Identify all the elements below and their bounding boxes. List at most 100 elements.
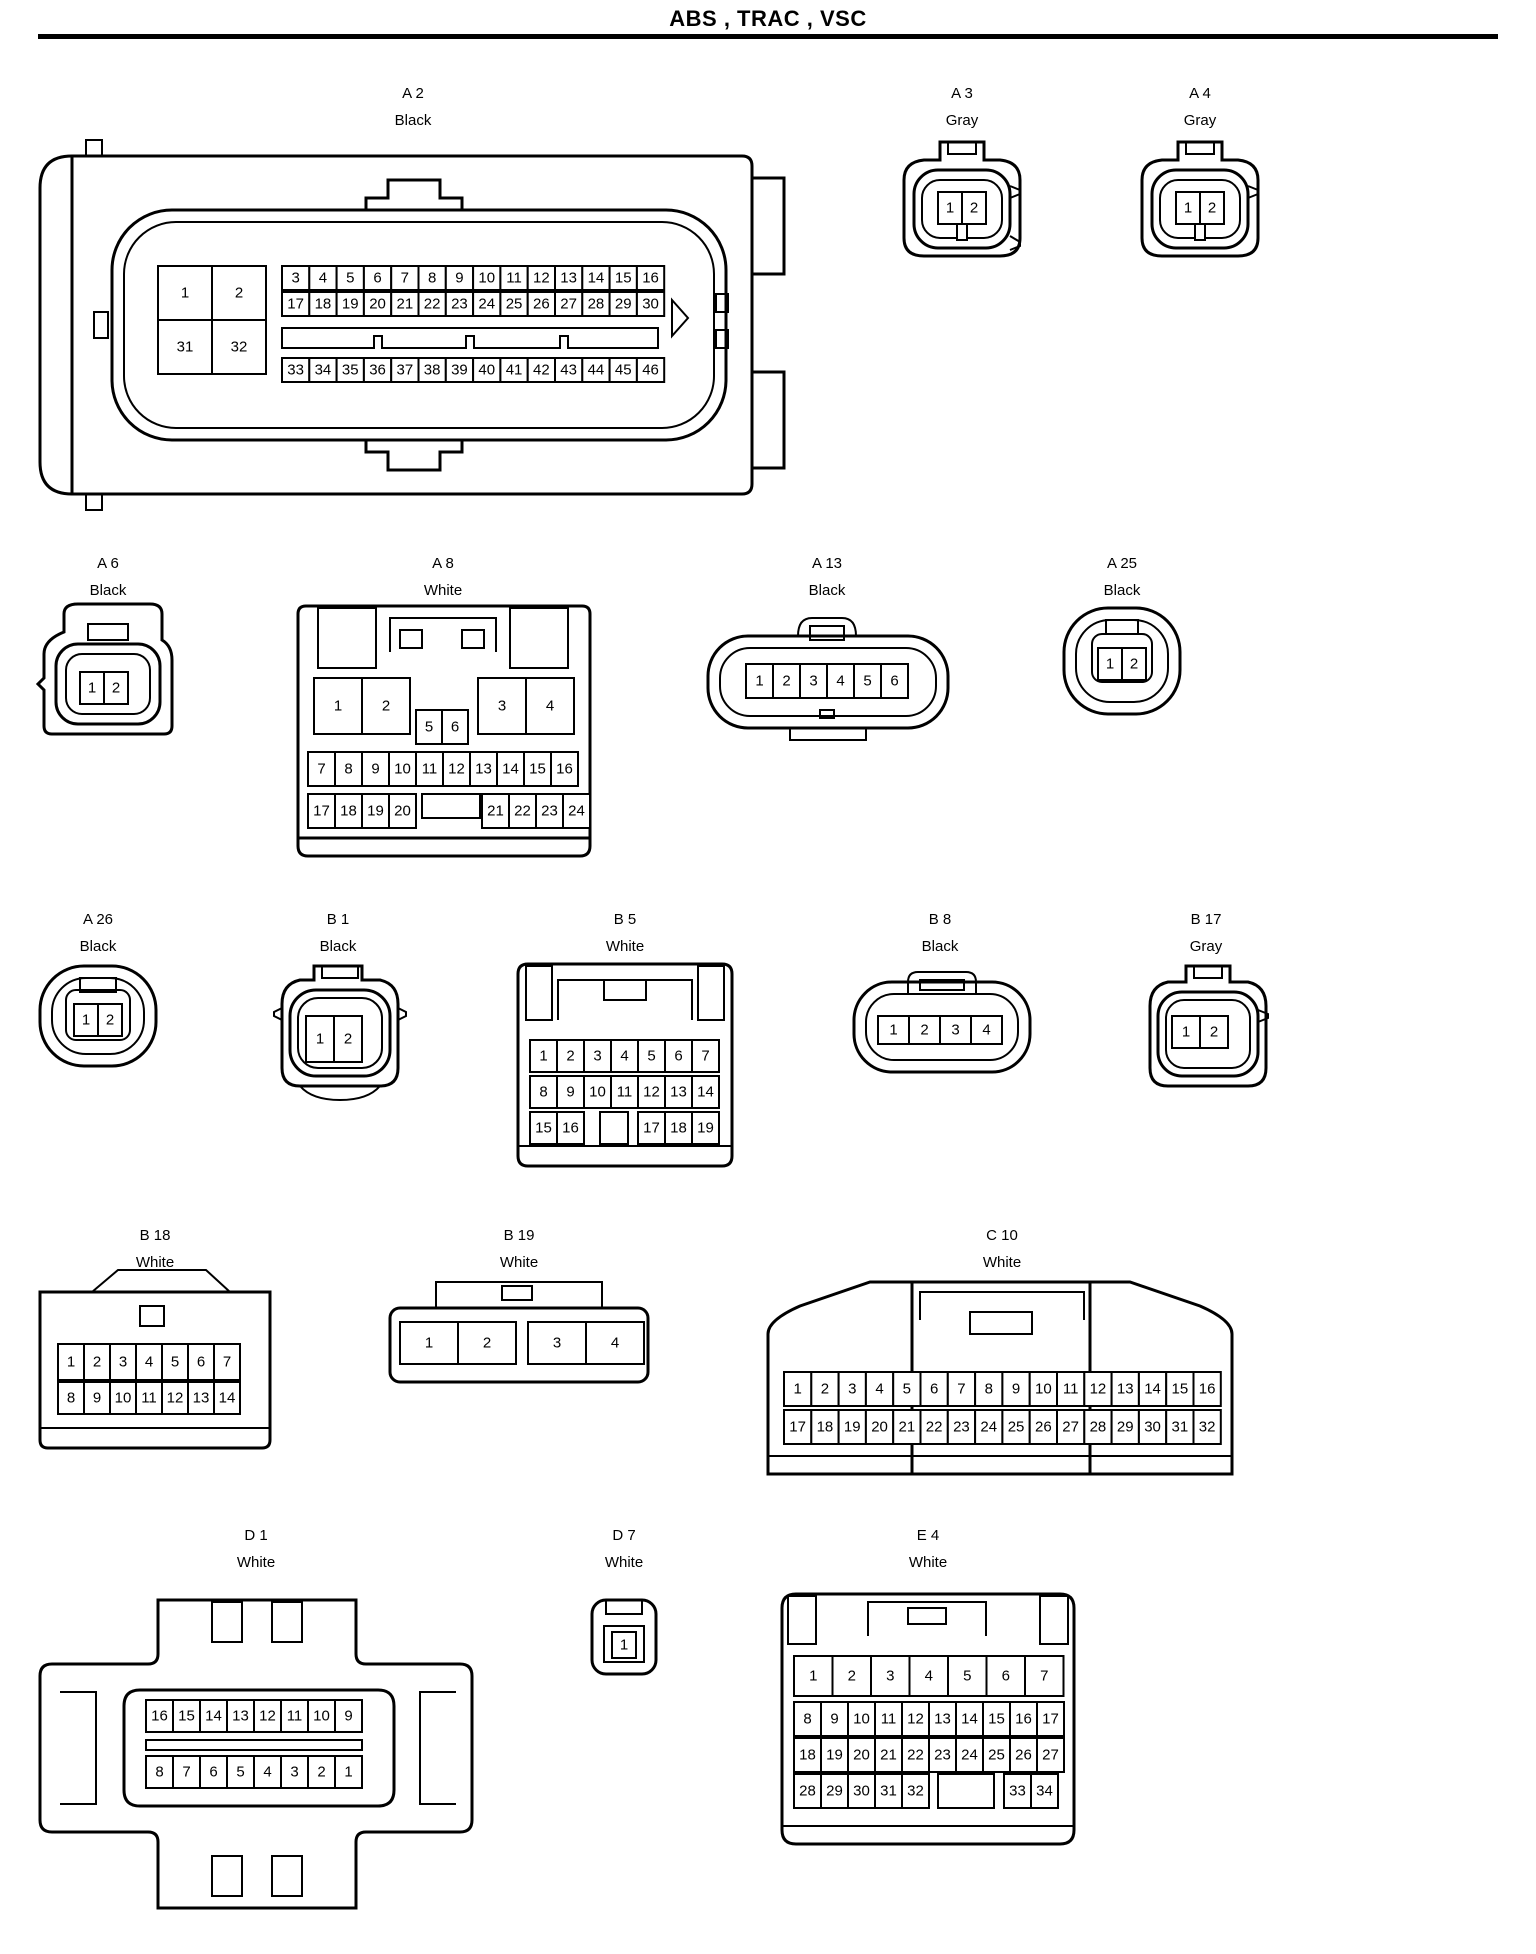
pin-cell-a2-5 [335, 265, 365, 291]
pin-cell-d1-1 [334, 1755, 363, 1789]
pin-label-a8-9: 9 [371, 761, 379, 778]
pin-label-c10-24: 24 [980, 1419, 997, 1436]
pin-label-a8-19: 19 [367, 803, 384, 820]
pin-label-a2-22: 22 [424, 296, 441, 313]
pin-cell-a2-9 [444, 265, 475, 291]
pin-label-a2-2: 2 [235, 285, 243, 302]
pin-label-c10-11: 11 [1063, 1381, 1079, 1398]
pin-label-b5-5: 5 [647, 1048, 655, 1065]
pin-label-c10-4: 4 [875, 1381, 883, 1398]
pin-cell-a8-19 [361, 793, 390, 829]
pin-cell-c10-18 [810, 1409, 840, 1445]
connector-id-b1: B 1 [327, 911, 350, 928]
pin-label-a8-17: 17 [313, 803, 330, 820]
pin-label-c10-26: 26 [1035, 1419, 1052, 1436]
pin-label-d1-7: 7 [182, 1764, 190, 1781]
pin-cell-b5-12 [637, 1075, 666, 1109]
pin-label-b5-7: 7 [701, 1048, 709, 1065]
pin-label-e4-34: 34 [1036, 1783, 1053, 1800]
pin-cell-c10-25 [1001, 1409, 1031, 1445]
pin-label-a2-38: 38 [424, 362, 441, 379]
pin-cell-a2-4 [308, 265, 338, 291]
pin-label-c10-1: 1 [793, 1381, 801, 1398]
housing-b19 [388, 1281, 650, 1384]
pin-label-c10-6: 6 [930, 1381, 938, 1398]
pin-cell-c10-23 [946, 1409, 977, 1445]
pin-label-a2-19: 19 [342, 296, 359, 313]
pin-label-a2-7: 7 [401, 270, 409, 287]
connector-color-c10: White [983, 1254, 1021, 1271]
pin-label-a8-14: 14 [502, 761, 519, 778]
pin-label-a2-4: 4 [319, 270, 327, 287]
pin-cell-b5-14 [691, 1075, 720, 1109]
pin-label-b18-12: 12 [167, 1390, 184, 1407]
pin-label-e4-3: 3 [886, 1668, 894, 1685]
pin-label-a13-6: 6 [890, 673, 898, 690]
connector-id-a25: A 25 [1107, 555, 1137, 572]
pin-label-e4-21: 21 [880, 1747, 897, 1764]
pin-cell-d1-13 [226, 1699, 255, 1733]
pin-label-a8-13: 13 [475, 761, 492, 778]
pin-label-c10-18: 18 [817, 1419, 834, 1436]
pin-label-a2-11: 11 [506, 270, 522, 287]
pin-cell-b18-12 [161, 1381, 189, 1415]
pin-cell-a6-2 [103, 671, 129, 705]
pin-cell-a2-25 [499, 291, 529, 317]
pin-cell-a2-30 [635, 291, 666, 317]
pin-label-e4-26: 26 [1015, 1747, 1032, 1764]
pin-cell-b18-6 [187, 1343, 215, 1381]
pin-label-a2-24: 24 [478, 296, 495, 313]
pin-cell-d1-9 [334, 1699, 363, 1733]
pin-label-b18-5: 5 [171, 1354, 179, 1371]
pin-cell-a2-26 [526, 291, 557, 317]
pin-cell-e4-31 [874, 1773, 903, 1809]
pin-cell-a8-18 [334, 793, 363, 829]
connector-id-b17: B 17 [1191, 911, 1222, 928]
pin-cell-a8-23 [535, 793, 564, 829]
pin-label-a4-2: 2 [1208, 200, 1216, 217]
pin-label-a8-20: 20 [394, 803, 411, 820]
pin-label-e4-7: 7 [1040, 1668, 1048, 1685]
connector-color-b1: Black [320, 938, 357, 955]
pin-label-a2-6: 6 [373, 270, 381, 287]
pin-label-c10-8: 8 [985, 1381, 993, 1398]
pin-label-b18-14: 14 [219, 1390, 236, 1407]
pin-cell-e4-32 [901, 1773, 930, 1809]
pin-cell-e4-13 [928, 1701, 957, 1737]
pin-label-a2-39: 39 [451, 362, 468, 379]
pin-cell-a8-1 [313, 677, 363, 735]
connector-color-e4: White [909, 1554, 947, 1571]
pin-cell-a4-2 [1199, 191, 1225, 225]
pin-cell-a2-7 [390, 265, 420, 291]
pin-label-c10-17: 17 [789, 1419, 806, 1436]
pin-label-d1-4: 4 [263, 1764, 271, 1781]
pin-cell-a2-45 [608, 357, 638, 383]
pin-label-e4-11: 11 [881, 1711, 897, 1728]
pin-label-a3-1: 1 [946, 200, 954, 217]
pin-label-c10-14: 14 [1144, 1381, 1161, 1398]
pin-label-a2-30: 30 [642, 296, 659, 313]
housing-a26 [38, 964, 158, 1068]
pin-label-a3-2: 2 [970, 200, 978, 217]
pin-cell-b5-2 [556, 1039, 585, 1073]
pin-label-b1-1: 1 [316, 1031, 324, 1048]
pin-label-c10-22: 22 [926, 1419, 943, 1436]
pin-label-a8-21: 21 [487, 803, 504, 820]
connector-id-b5: B 5 [614, 911, 637, 928]
pin-cell-c10-9 [1001, 1371, 1031, 1407]
connector-id-a26: A 26 [83, 911, 113, 928]
pin-label-a8-5: 5 [425, 719, 433, 736]
pin-cell-e4-14 [955, 1701, 984, 1737]
connector-color-b8: Black [922, 938, 959, 955]
connector-id-a2: A 2 [402, 85, 424, 102]
pin-label-a2-13: 13 [560, 270, 577, 287]
pin-label-a2-14: 14 [588, 270, 605, 287]
pin-label-c10-10: 10 [1035, 1381, 1052, 1398]
pin-cell-e4-20 [847, 1737, 876, 1773]
housing-b5 [516, 962, 734, 1168]
pin-cell-a2-31 [157, 319, 213, 375]
pin-cell-a2-32 [211, 319, 267, 375]
pin-label-c10-7: 7 [957, 1381, 965, 1398]
pin-cell-a2-38 [417, 357, 447, 383]
